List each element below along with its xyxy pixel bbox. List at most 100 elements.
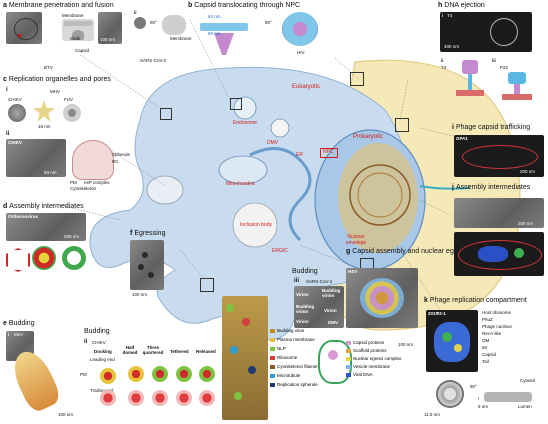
panel-c-sub-ii: ii <box>6 131 10 137</box>
mitochondria-label: Mitochondria <box>226 181 255 187</box>
er-label: ER <box>296 152 303 158</box>
budding-iii-virus: SARS-CoV-2 <box>306 279 333 284</box>
rotation-90-a: 90° <box>150 20 157 25</box>
stage-docking: Docking <box>94 349 112 354</box>
panel-i-em: GPA1 200 nm <box>454 135 544 177</box>
panel-a-em-right: 100 nm <box>98 12 122 44</box>
budding-iii-em: Budding virion Virion Budding virion Vir… <box>294 286 344 328</box>
panel-j-em: 200 nm <box>454 198 544 228</box>
budding-ii-sub: ii <box>84 339 88 345</box>
membrane-label-ii: Membrane <box>170 36 192 41</box>
membrane-label: Membrane <box>62 13 84 18</box>
panel-h-t4-label: T4 <box>441 65 447 70</box>
cytosol-label: Cytosol <box>520 378 536 383</box>
phuz-model-top <box>436 380 464 408</box>
capsid-label: Capsid <box>75 48 90 53</box>
scale-100nm-f: 100 nm <box>132 292 148 297</box>
sars-particle-1 <box>134 17 146 29</box>
rotation-90-b: 90° <box>265 20 272 25</box>
scale-100nm-e: 100 nm <box>58 412 74 417</box>
callout-box-f <box>200 278 214 292</box>
chikv-segmentation <box>222 296 268 420</box>
panel-k-segmentation: 201Φ2-1 <box>426 310 478 372</box>
spherule-label: Spherule <box>112 152 131 157</box>
stage-tethered: Tethered <box>170 349 189 354</box>
budding-stages-models <box>98 360 218 414</box>
callout-box-ii <box>395 118 409 132</box>
nsp-complex-label: nsP complex <box>84 180 110 185</box>
spherule-model <box>72 140 114 180</box>
lumen-label: Lumen <box>518 404 532 409</box>
budding-ii-title: Budding <box>84 328 110 335</box>
panel-c-sub-i: i <box>6 87 8 93</box>
rotation-90-k: 90° <box>470 384 477 389</box>
prokaryotic-label: Prokaryotic <box>353 134 384 140</box>
pm-label-c: PM <box>70 180 77 185</box>
panel-d-em: Orthoreovirus 200 nm <box>6 213 86 241</box>
scale-6nm: 6 nm <box>478 404 489 409</box>
fhv-label: FHV <box>64 97 73 102</box>
mhv-label: MHV <box>50 89 60 94</box>
npc-64nm: 64 nm <box>208 14 221 19</box>
scale-15nm: 15 nm <box>38 124 51 129</box>
scale-100nm-g: 100 nm <box>398 342 414 347</box>
t4-tail-model <box>452 60 488 104</box>
sars-cov2-label: SARS-CoV-2 <box>140 58 167 63</box>
callout-box-h <box>350 72 364 86</box>
ergic-label: ERGIC <box>272 248 288 254</box>
npc-label: NPC <box>323 149 334 155</box>
budding-iii-model <box>318 340 352 384</box>
npc-box <box>320 148 338 158</box>
dmv-label: DMV <box>267 140 279 146</box>
panel-a-sub-ii: ii <box>134 10 137 15</box>
panel-c-em-ii: CHIKV 50 nm <box>6 139 66 177</box>
budding-ii-virus: CHIKV <box>92 340 106 345</box>
reo-shell-model-3 <box>62 246 86 270</box>
chikv-label-i: CHIKV <box>8 97 22 102</box>
bracket-i: I <box>478 396 480 401</box>
panel-h-sub-ii: ii <box>441 58 444 63</box>
panel-f-em <box>130 240 164 290</box>
reo-shell-model-2 <box>32 246 56 270</box>
panel-h-p22-label: P22 <box>500 65 509 70</box>
chikv-pore-model <box>8 104 26 122</box>
leading-end-label: Leading end <box>90 357 115 362</box>
reo-shell-model-1 <box>6 248 30 272</box>
panel-g-em: HSV <box>346 268 418 328</box>
stage-half-domed: Half domed <box>122 345 138 355</box>
budding-iii-title: Budding <box>292 268 318 275</box>
scale-11-5nm: 11.5 nm <box>424 412 440 417</box>
eukaryotic-label: Eukaryotic <box>292 84 321 90</box>
panel-h-em-i: i T4 400 nm <box>440 12 532 52</box>
stage-released: Released <box>196 349 216 354</box>
panel-h-sub-iii: iii <box>492 58 496 63</box>
endosome-label: Endosome <box>233 120 257 126</box>
stalk-label: Stalk <box>70 36 81 41</box>
nuclear-envelope-label: Nuclear envelope <box>345 234 367 246</box>
p22-tail-model <box>498 72 536 104</box>
callout-box-a <box>160 108 172 120</box>
npc-model <box>192 13 256 57</box>
fhv-pore-model <box>63 104 81 122</box>
rc-label: RC <box>112 159 119 164</box>
stage-three-quartered: Three quartered <box>142 345 164 355</box>
fusion-diagram <box>62 19 94 41</box>
cytoskeleton-label: Cytoskeleton <box>70 186 97 191</box>
panel-j-segmentation <box>454 232 544 276</box>
hiv-label: HIV <box>297 50 305 55</box>
trailing-end-label: Trailing end <box>90 388 114 393</box>
callout-box-b <box>230 98 242 110</box>
btv-label: BTV <box>44 65 53 70</box>
sars-fusion-model <box>162 15 186 35</box>
